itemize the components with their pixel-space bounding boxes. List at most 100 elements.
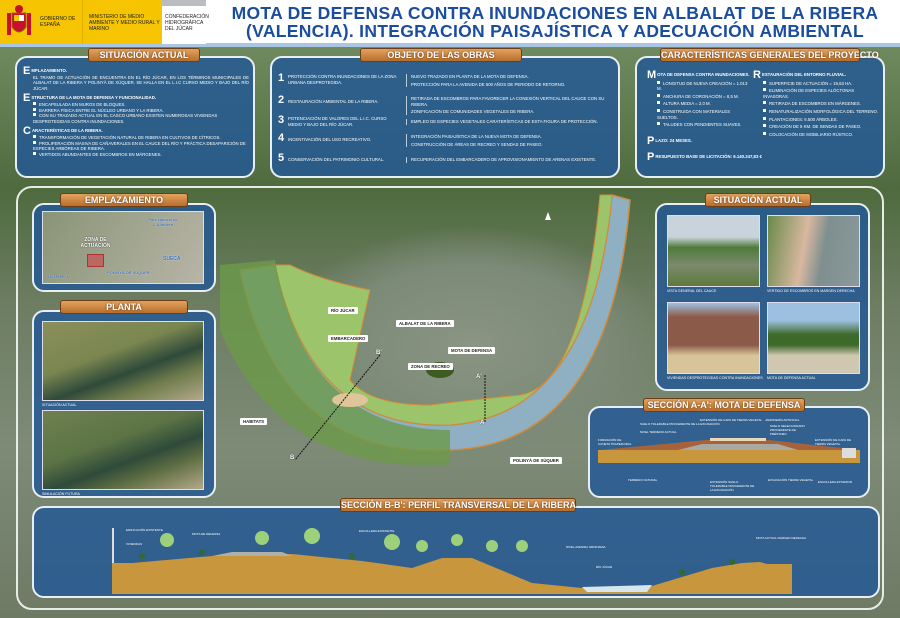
emplazamiento-text: EL TRAMO DE ACTUACIÓN SE ENCUENTRA EN EL…: [33, 74, 249, 91]
location-map: ZONA DE ACTUACIÓN Parc Natural de L'Albu…: [42, 211, 204, 284]
section-marker-b-prime: B': [376, 350, 382, 356]
item-actions: NUEVO TRAZADO EN PLANTA DE LA MOTA DE DE…: [406, 74, 616, 88]
title-line-1: MOTA DE DEFENSA CONTRA INUNDACIONES EN A…: [231, 3, 879, 23]
objeto-title: OBJETO DE LAS OBRAS: [360, 48, 522, 62]
presupuesto: PRESUPUESTO BASE DE LICITACIÓN: 6.140.24…: [647, 152, 762, 163]
map-label-sueca: SUECA: [163, 256, 181, 262]
item-goal: INCENTIVACIÓN DEL USO RECREATIVO.: [288, 137, 372, 142]
caption: MOTA DE DEFENSA ACTUAL: [767, 376, 816, 380]
caption: VISTA GENERAL DEL CAUCE: [667, 289, 717, 293]
label: EXTENSIÓN DE CAPA DE TIERRA VEGETAL: [815, 438, 851, 446]
label: TERRENO NATURAL: [628, 478, 658, 482]
label-mota-defensa: MOTA DE DEFENSA: [448, 347, 496, 354]
item-actions: INTEGRACIÓN PAISAJÍSTICA DE LA NUEVA MOT…: [406, 134, 616, 148]
label-zona-recreo: ZONA DE RECREO: [408, 363, 453, 370]
plazo: PLAZO: 24 MESES.: [647, 136, 692, 147]
ministerio-logo: MINISTERIO DE MEDIO AMBIENTE Y MEDIO RUR…: [82, 0, 162, 44]
map-label-algemesi: ALGEMESÍ: [47, 274, 68, 279]
item-goal: PROTECCIÓN CONTRA INUNDACIONES DE LA ZON…: [288, 74, 397, 85]
bullet: PLANTACIONES: 6.500 ÁRBOLES.: [753, 117, 881, 123]
restauracion-specs: RESTAURACIÓN DEL ENTORNO FLUVIAL. SUPERF…: [753, 70, 881, 137]
action: EMPLEO DE ESPECIES VEGETALES CARATERÍSTI…: [411, 119, 598, 124]
terrain-profile: [112, 554, 792, 594]
bullet: ALTURA MEDIA = 2,0 M.: [647, 101, 752, 107]
label-embarcadero: EMBARCADERO: [328, 335, 369, 342]
confederacion-logo: CONFEDERACIÓN HIDROGRÁFICA DEL JÚCAR: [162, 0, 209, 44]
bullet: CREACIÓN DE 5 KM. DE SENDAS DE PASEO.: [753, 124, 881, 130]
label: JARDINERÍA ARTIFICIAL: [765, 418, 800, 422]
initial: C: [23, 125, 31, 138]
coat-of-arms-icon: [7, 5, 31, 35]
main-frame: [16, 186, 884, 610]
north-arrow-icon: [545, 212, 551, 220]
project-plan-drawing: [220, 194, 631, 466]
bullet: CON SU TRAZADO ACTUAL EN EL CASCO URBANO…: [23, 113, 249, 124]
label: MOTA ACTUAL MARGEN DERECHA: [756, 536, 807, 540]
item-number: 5: [278, 152, 285, 164]
label: ESCOLLERA EXISTENTE: [359, 529, 395, 533]
caracteristicas-panel: MOTA DE DEFENSA CONTRA INUNDACIONES. LON…: [635, 56, 885, 178]
item-actions: RECUPERACIÓN DEL EMBARCADERO DE APROVISI…: [406, 157, 616, 163]
zona-actuacion-label: ZONA DE ACTUACIÓN: [80, 237, 111, 249]
planta-caption-futura: SIMULACIÓN FUTURA: [42, 492, 80, 496]
page-title: MOTA DE DEFENSA CONTRA INUNDACIONES EN A…: [215, 4, 895, 40]
section-marker-b: B: [290, 455, 295, 461]
outer-bank: [220, 260, 450, 466]
bullet: ENCAPSULADA EN MUROS DE BLOQUES.: [23, 102, 249, 108]
action: RECUPERACIÓN DEL EMBARCADERO DE APROVISI…: [411, 157, 597, 162]
bullet: RENATURALIZACIÓN MORFOLÓGICA DEL TERRENO…: [753, 109, 881, 115]
photo-vista-cauce: [667, 215, 760, 287]
photo-vertido-escombros: [767, 215, 860, 287]
situacion-actual-title: SITUACIÓN ACTUAL: [88, 48, 200, 62]
action: NUEVO TRAZADO EN PLANTA DE LA MOTA DE DE…: [411, 74, 529, 79]
ministerio-text: MINISTERIO DE MEDIO AMBIENTE Y MEDIO RUR…: [89, 14, 160, 32]
bullet: ANCHURA DE CORONACIÓN = 8,5 M.: [647, 94, 752, 100]
label-polinya: POLINYÀ DE XÚQUER: [510, 457, 562, 464]
bullet: VERTIDOS ABUNDANTES DE ESCOMBROS EN MÁRG…: [23, 152, 249, 158]
trees: [139, 528, 735, 575]
initial: E: [23, 92, 31, 105]
title-line-2: (VALENCIA). INTEGRACIÓN PAISAJÍSTICA Y A…: [246, 21, 864, 41]
action: PROTECCIÓN PARA LA AVENIDA DE 500 AÑOS D…: [411, 81, 566, 87]
item-actions: EMPLEO DE ESPECIES VEGETALES CARATERÍSTI…: [406, 119, 616, 125]
situacion-fotos-title: SITUACIÓN ACTUAL: [705, 193, 811, 207]
core-fill: [678, 444, 798, 450]
bullet: LONGITUD DE NUEVA CREACIÓN = 1.013 M.: [647, 81, 752, 92]
situacion-content: EMPLAZAMIENTO. EL TRAMO DE ACTUACIÓN SE …: [23, 66, 249, 158]
map-label-polinya: POLINYÀ DE XÚQUER: [107, 270, 150, 275]
situacion-actual-panel: EMPLAZAMIENTO. EL TRAMO DE ACTUACIÓN SE …: [15, 56, 255, 178]
mota-heading: MOTA DE DEFENSA CONTRA INUNDACIONES.: [647, 69, 752, 81]
label-rio-jucar: RÍO JÚCAR: [328, 307, 358, 314]
planta-futura-photo: [42, 410, 204, 490]
emplazamiento-heading: EMPLAZAMIENTO.: [23, 66, 249, 77]
item-number: 3: [278, 114, 285, 126]
label: VIVIENDAS: [126, 542, 143, 546]
seccion-a-title: SECCIÓN A-A': MOTA DE DEFENSA: [643, 398, 805, 412]
item-goal: POTENCIACIÓN DE VALORES DEL L.I.C. CURSO…: [288, 116, 387, 127]
photo-viviendas: [667, 302, 760, 374]
seccion-a-drawing: [598, 438, 860, 463]
heading-text: ARACTERÍSTICAS DE LA RIBERA.: [31, 128, 103, 134]
label: RÍO JÚCAR: [596, 565, 613, 569]
label: SUELO SELECCIONADO PROCEDENTE DE PRÉSTAM…: [770, 424, 805, 436]
action: CONSTRUCCIÓN DE ÁREAS DE RECREO Y SENDAS…: [411, 141, 543, 147]
logo-bar: [162, 0, 206, 6]
item-actions: RETIRADA DE ESCOMBROS PARA FAVORECER LA …: [406, 96, 616, 115]
caption: VIVIENDAS DESPROTEGIDAS CONTRA INUNDACIO…: [667, 376, 763, 380]
presupuesto-text: RESUPUESTO BASE DE LICITACIÓN: 6.140.247…: [655, 154, 762, 159]
heading-text: OTA DE DEFENSA CONTRA INUNDACIONES.: [657, 72, 750, 77]
bullet: TRANSFORMACIÓN DE VEGETACIÓN NATURAL DE …: [23, 135, 249, 141]
item-goal: RESTAURACIÓN AMBIENTAL DE LA RIBERA.: [288, 99, 379, 104]
initial: M: [647, 69, 657, 81]
seccion-b-panel: EDIFICACIÓN EXISTENTE VIVIENDAS MOTA DE …: [32, 506, 880, 598]
item-goal: CONSERVACIÓN DEL PATRIMONIO CULTURAL.: [288, 157, 385, 162]
terreno-natural: [598, 450, 860, 463]
planta-caption-actual: SITUACIÓN ACTUAL: [42, 403, 77, 407]
plazo-text: LAZO: 24 MESES.: [655, 138, 692, 143]
bullet: ELIMINACIÓN DE ESPECIES ALÓCTONAS INVASO…: [753, 88, 881, 99]
section-b-line: [294, 354, 381, 461]
situacion-fotos-panel: VISTA GENERAL DEL CAUCE VERTIDO DE ESCOM…: [655, 203, 870, 391]
seccion-b-title: SECCIÓN B-B': PERFIL TRANSVERSAL DE LA R…: [340, 498, 576, 512]
emplazamiento-panel: ZONA DE ACTUACIÓN Parc Natural de L'Albu…: [32, 203, 216, 292]
